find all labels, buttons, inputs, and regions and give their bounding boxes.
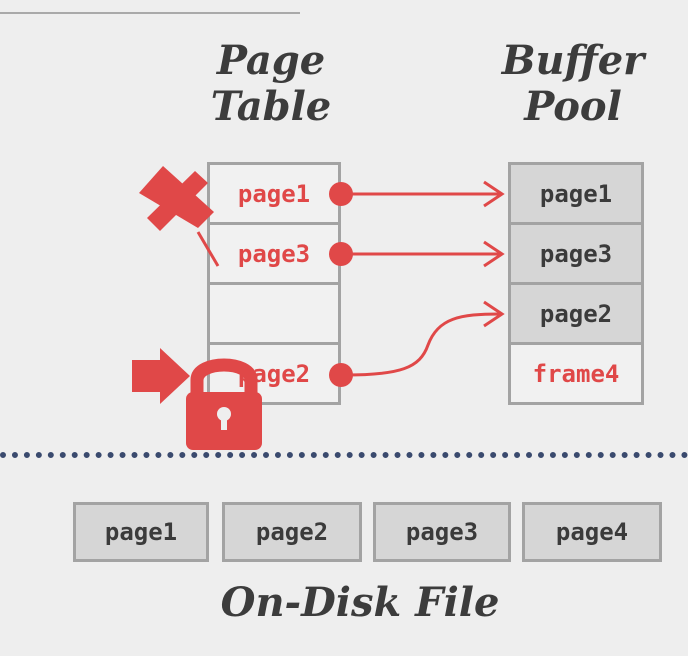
page-table-title-line2: Table [210,83,332,130]
page-table-entry-3[interactable] [207,282,341,345]
top-rule [0,0,300,14]
pushpin-icon [139,166,220,267]
buffer-frame-2[interactable]: page3 [508,222,644,285]
disk-page-4[interactable]: page4 [522,502,662,562]
disk-page-2[interactable]: page2 [222,502,362,562]
pointer-arrow-2 [329,240,505,268]
disk-page-3[interactable]: page3 [373,502,511,562]
pointer-arrow-1 [329,180,505,208]
memory-disk-divider [0,452,688,458]
disk-page-1[interactable]: page1 [73,502,209,562]
pointer-arrow-3 [329,300,505,387]
buffer-pool-title-line2: Pool [524,83,622,130]
arrow-right-icon [132,348,190,404]
page-table-title-line1: Page [216,37,326,84]
buffer-frame-3[interactable]: page2 [508,282,644,345]
disk-file-label: On-Disk File [220,579,500,626]
buffer-frame-1[interactable]: page1 [508,162,644,225]
buffer-frame-4[interactable]: frame4 [508,342,644,405]
page-table-entry-1[interactable]: page1 [207,162,341,225]
buffer-pool-title-line1: Buffer [501,37,645,84]
buffer-pool-title: Buffer Pool [488,38,658,130]
padlock-icon [186,358,262,450]
page-table-title: Page Table [196,38,346,130]
